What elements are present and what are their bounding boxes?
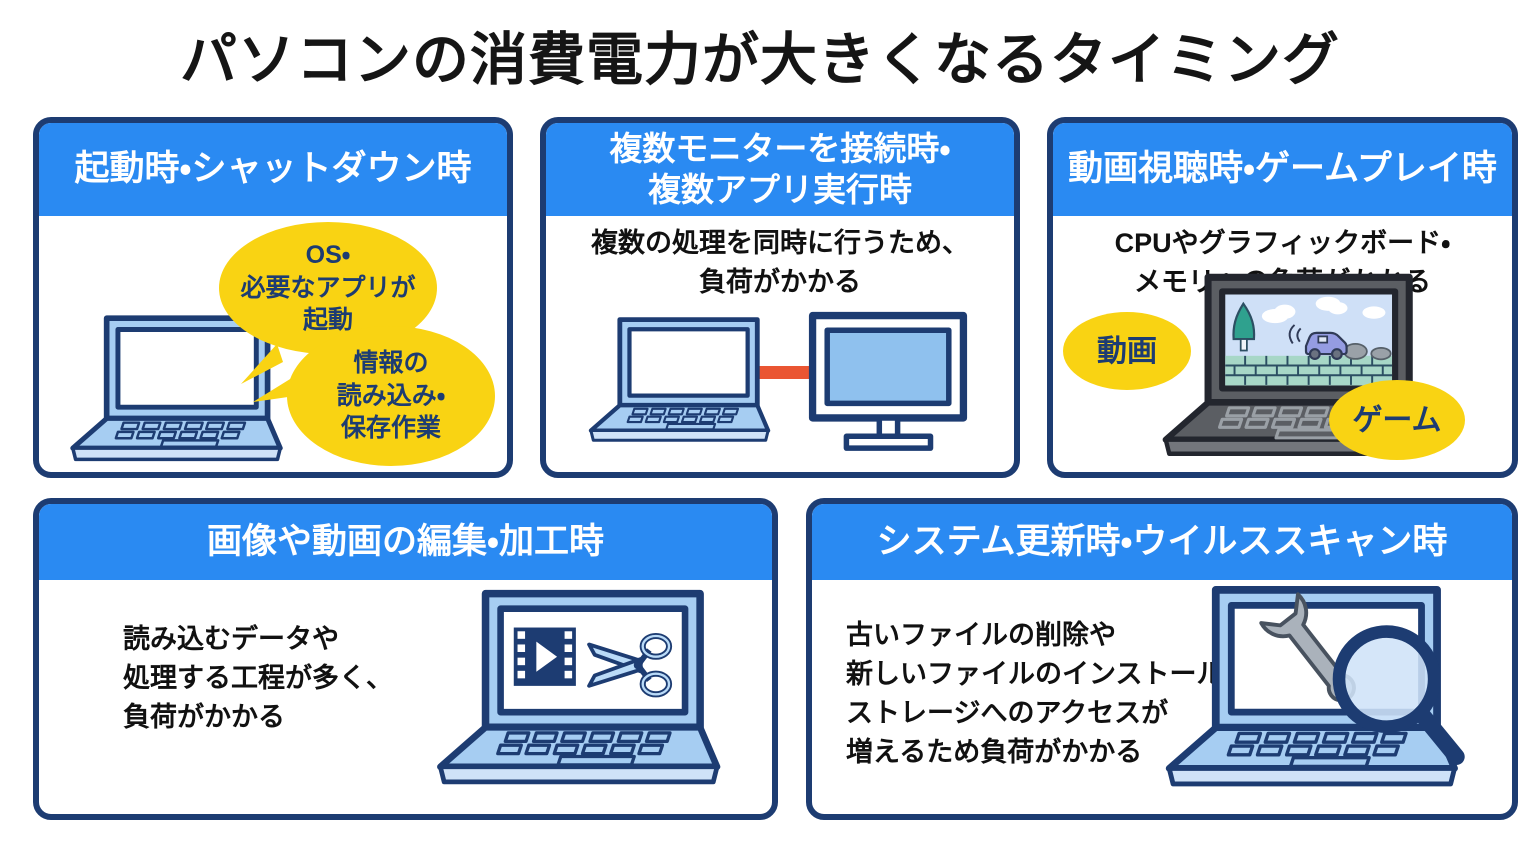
card-title: 動画視聴時・ゲームプレイ時	[1068, 149, 1497, 189]
page-title: パソコンの消費電力が大きくなるタイミング	[180, 28, 1340, 92]
car-icon	[1304, 331, 1348, 361]
card-startup-shutdown-header: 起動時・シャットダウン時	[39, 123, 507, 216]
card-title: システム更新時・ウイルススキャン時	[876, 521, 1448, 561]
speech-bubble-video-label: 動画	[1097, 334, 1157, 368]
magnifier-icon	[1332, 625, 1465, 766]
speech-bubble-os-apps-label: OS・ 必要なアプリが 起動	[240, 241, 416, 335]
film-reel-icon	[513, 627, 576, 686]
card-video-game: 動画視聴時・ゲームプレイ時 CPUやグラフィックボード・ メモリへの負荷がかかる	[1047, 117, 1518, 478]
gaming-laptop-icon	[1141, 272, 1441, 466]
speech-bubble-tail	[241, 344, 283, 384]
speech-bubble-video: 動画	[1063, 312, 1191, 390]
maintenance-laptop-icon	[1142, 584, 1465, 798]
card-system-update-body: 古いファイルの削除や 新しいファイルのインストール、 ストレージへのアクセスが …	[812, 580, 1512, 814]
card-video-game-header: 動画視聴時・ゲームプレイ時	[1053, 123, 1512, 216]
card-title: 画像や動画の編集・加工時	[207, 521, 604, 561]
speech-bubble-game-label: ゲーム	[1352, 403, 1442, 437]
scissors-icon	[587, 632, 673, 698]
monitor-icon	[808, 311, 968, 451]
card-title: 複数モニターを接続時・ 複数アプリ実行時	[609, 130, 951, 208]
editing-laptop-icon	[414, 588, 734, 795]
card-editing: 画像や動画の編集・加工時 読み込むデータや 処理する工程が多く、 負荷がかかる	[33, 498, 778, 820]
card-multi-monitor-body: 複数の処理を同時に行うため、 負荷がかかる	[546, 216, 1014, 472]
card-startup-shutdown: 起動時・シャットダウン時 OS・ 必要なアプリが 起動 情報の 読み込み・ 保存…	[33, 117, 513, 478]
card-startup-shutdown-body: OS・ 必要なアプリが 起動 情報の 読み込み・ 保存作業	[39, 216, 507, 472]
card-system-update: システム更新時・ウイルススキャン時 古いファイルの削除や 新しいファイルのインス…	[806, 498, 1518, 820]
speech-bubble-game: ゲーム	[1329, 380, 1465, 460]
card-editing-text: 読み込むデータや 処理する工程が多く、 負荷がかかる	[123, 624, 393, 733]
card-multi-monitor-header: 複数モニターを接続時・ 複数アプリ実行時	[546, 123, 1014, 216]
card-system-update-header: システム更新時・ウイルススキャン時	[812, 504, 1512, 580]
card-multi-monitor: 複数モニターを接続時・ 複数アプリ実行時 複数の処理を同時に行うため、 負荷がか…	[540, 117, 1020, 478]
card-video-game-body: CPUやグラフィックボード・ メモリへの負荷がかかる	[1053, 216, 1512, 472]
speech-bubble-data-io-label: 情報の 読み込み・ 保存作業	[336, 349, 446, 443]
cable-connector	[751, 366, 817, 379]
cloud-icon	[1261, 296, 1386, 324]
laptop-icon	[574, 316, 779, 449]
speech-bubble-tail	[253, 376, 295, 402]
speech-bubble-data-io: 情報の 読み込み・ 保存作業	[287, 326, 495, 466]
card-editing-header: 画像や動画の編集・加工時	[39, 504, 772, 580]
card-editing-body: 読み込むデータや 処理する工程が多く、 負荷がかかる	[39, 580, 772, 814]
bottom-row: 画像や動画の編集・加工時 読み込むデータや 処理する工程が多く、 負荷がかかる	[33, 498, 1518, 820]
card-system-update-text: 古いファイルの削除や 新しいファイルのインストール、 ストレージへのアクセスが …	[846, 620, 1251, 768]
game-scene	[1225, 296, 1393, 386]
tree-icon	[1232, 301, 1256, 352]
top-row: 起動時・シャットダウン時 OS・ 必要なアプリが 起動 情報の 読み込み・ 保存…	[33, 117, 1518, 478]
card-title: 起動時・シャットダウン時	[74, 149, 472, 189]
card-multi-monitor-text: 複数の処理を同時に行うため、 負荷がかかる	[591, 228, 969, 298]
